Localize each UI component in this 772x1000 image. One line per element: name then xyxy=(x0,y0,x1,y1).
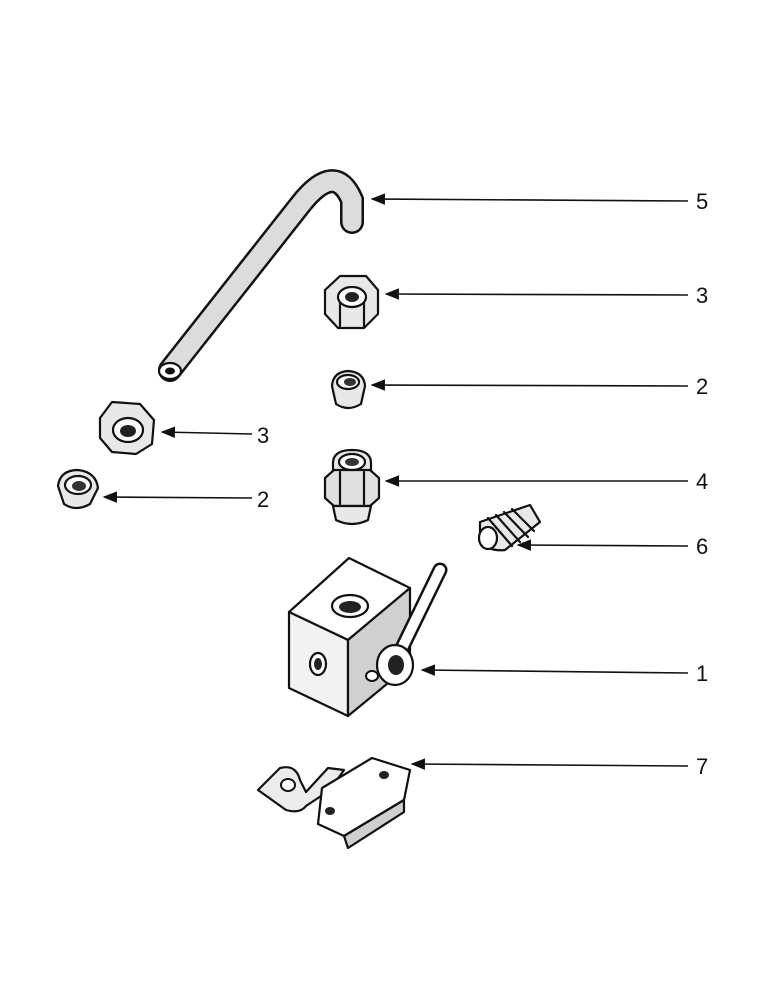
leader-3-left xyxy=(160,426,253,439)
union-fitting-part xyxy=(323,448,381,526)
mounting-bracket-part xyxy=(256,756,412,850)
leader-5 xyxy=(370,193,689,205)
leader-2-left xyxy=(102,491,253,503)
callout-3-upper: 3 xyxy=(696,283,708,308)
callout-3-left: 3 xyxy=(257,423,269,448)
ferrule-part-upper xyxy=(330,369,367,410)
bent-tube-part xyxy=(157,169,364,382)
callout-1: 1 xyxy=(696,661,708,686)
leader-3-upper xyxy=(384,288,689,300)
pipe-plug-part xyxy=(477,503,542,552)
ferrule-part-left xyxy=(56,468,100,510)
callout-2-left: 2 xyxy=(257,487,269,512)
valve-body-part xyxy=(287,556,448,718)
callout-4: 4 xyxy=(696,469,708,494)
leader-lines xyxy=(102,193,689,770)
leader-6 xyxy=(516,539,689,551)
leader-7 xyxy=(410,758,689,770)
callout-2-upper: 2 xyxy=(696,374,708,399)
callout-5: 5 xyxy=(696,189,708,214)
leader-2-upper xyxy=(370,379,689,391)
callout-labels: 5 3 2 3 4 2 6 1 7 xyxy=(257,189,708,779)
hex-nut-part-upper xyxy=(323,274,380,330)
leader-1 xyxy=(420,664,689,676)
callout-6: 6 xyxy=(696,534,708,559)
hex-nut-part-left xyxy=(98,400,156,456)
callout-7: 7 xyxy=(696,754,708,779)
